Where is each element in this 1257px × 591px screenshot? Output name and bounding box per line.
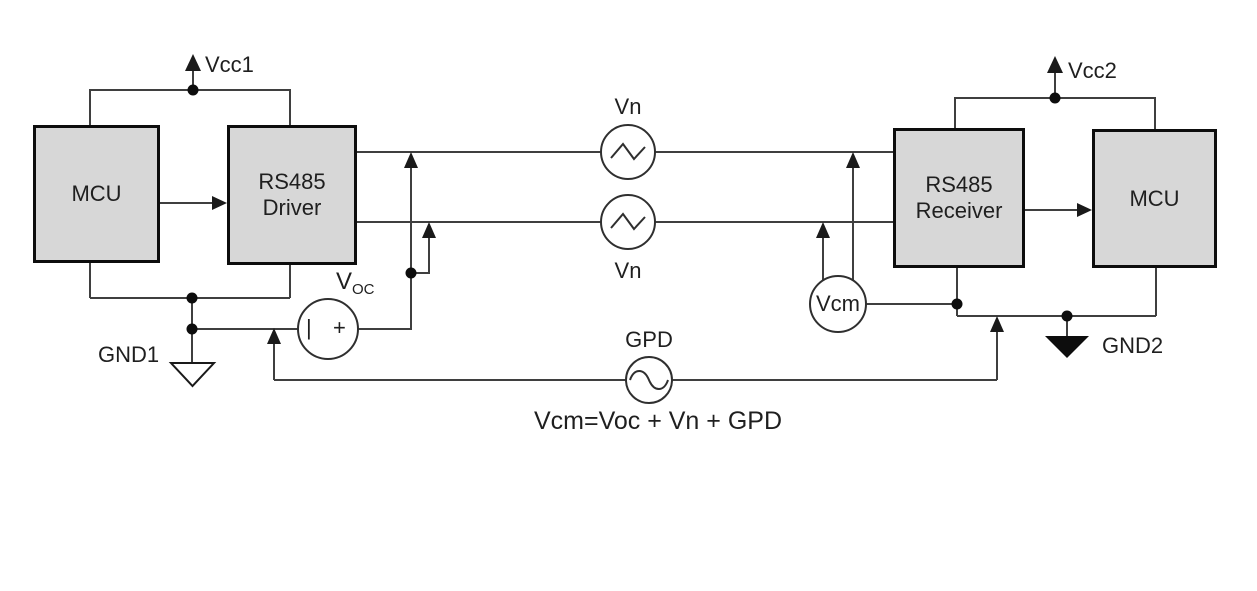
voc-bottom-arrowhead-icon: [422, 222, 436, 238]
mcu-to-driver-arrowhead-icon: [212, 196, 227, 210]
mcu-left-block: MCU: [33, 125, 160, 263]
vcc2-label: Vcc2: [1068, 58, 1117, 83]
right-ground-net-wire: [956, 268, 1157, 317]
rs485-receiver-block: RS485 Receiver: [893, 128, 1025, 268]
voc-source-icon: [297, 298, 359, 360]
vcm-source-icon: [809, 275, 867, 333]
junction-dot: [186, 292, 198, 304]
junction-dot: [187, 84, 199, 96]
vcc1-arrowhead-icon: [185, 54, 201, 71]
voc-label: VOC: [336, 270, 375, 302]
common-mode-formula: Vcm=Voc + Vn + GPD: [533, 407, 783, 435]
voc-right-wire: [358, 273, 412, 330]
vcm-bottom-arrowhead-icon: [816, 222, 830, 238]
voc-label-sub: OC: [352, 281, 375, 298]
gpd-left-arrowhead-icon: [267, 328, 281, 344]
sine-waveform-icon: [629, 370, 669, 390]
junction-dot: [1061, 310, 1073, 322]
gpd-right-arrowhead-icon: [990, 316, 1004, 332]
junction-dot: [951, 298, 963, 310]
rs485-receiver-label: RS485 Receiver: [915, 172, 1003, 223]
gnd1-ground-icon: [168, 362, 217, 388]
gnd2-label: GND2: [1102, 333, 1164, 358]
voc-label-main: V: [336, 268, 353, 295]
rs485-driver-block: RS485 Driver: [227, 125, 357, 265]
junction-dots: [186, 84, 1073, 335]
junction-dot: [1049, 92, 1061, 104]
rs485-driver-label: RS485 Driver: [258, 169, 326, 220]
vcm-label: Vcm: [816, 291, 860, 316]
gnd1-label: GND1: [98, 342, 160, 367]
gpd-label: GPD: [625, 327, 673, 352]
noise-waveform-icon: [610, 212, 646, 231]
mcu-right-block: MCU: [1092, 129, 1217, 268]
voc-negative-polarity-mark: |: [306, 315, 312, 340]
left-ground-net-wire: [89, 263, 291, 299]
noise-waveform-icon: [610, 142, 646, 161]
junction-dot: [186, 323, 198, 335]
vcc2-arrowhead-icon: [1047, 56, 1063, 73]
mcu-right-label: MCU: [1129, 185, 1180, 211]
vcc1-label: Vcc1: [205, 52, 254, 77]
voc-bottom-arrow-shaft: [411, 238, 430, 274]
vn-bottom-label: Vn: [614, 258, 642, 283]
vn-top-label: Vn: [614, 94, 642, 119]
vcm-top-arrowhead-icon: [846, 152, 860, 168]
gnd2-ground-icon: [1045, 336, 1089, 358]
mcu-left-label: MCU: [71, 181, 122, 206]
receiver-to-mcu-arrowhead-icon: [1077, 203, 1092, 217]
voc-top-arrowhead-icon: [404, 152, 418, 168]
vcc1-net-wire: [89, 89, 291, 125]
junction-dot: [405, 267, 417, 279]
voc-positive-polarity-mark: +: [333, 315, 346, 340]
